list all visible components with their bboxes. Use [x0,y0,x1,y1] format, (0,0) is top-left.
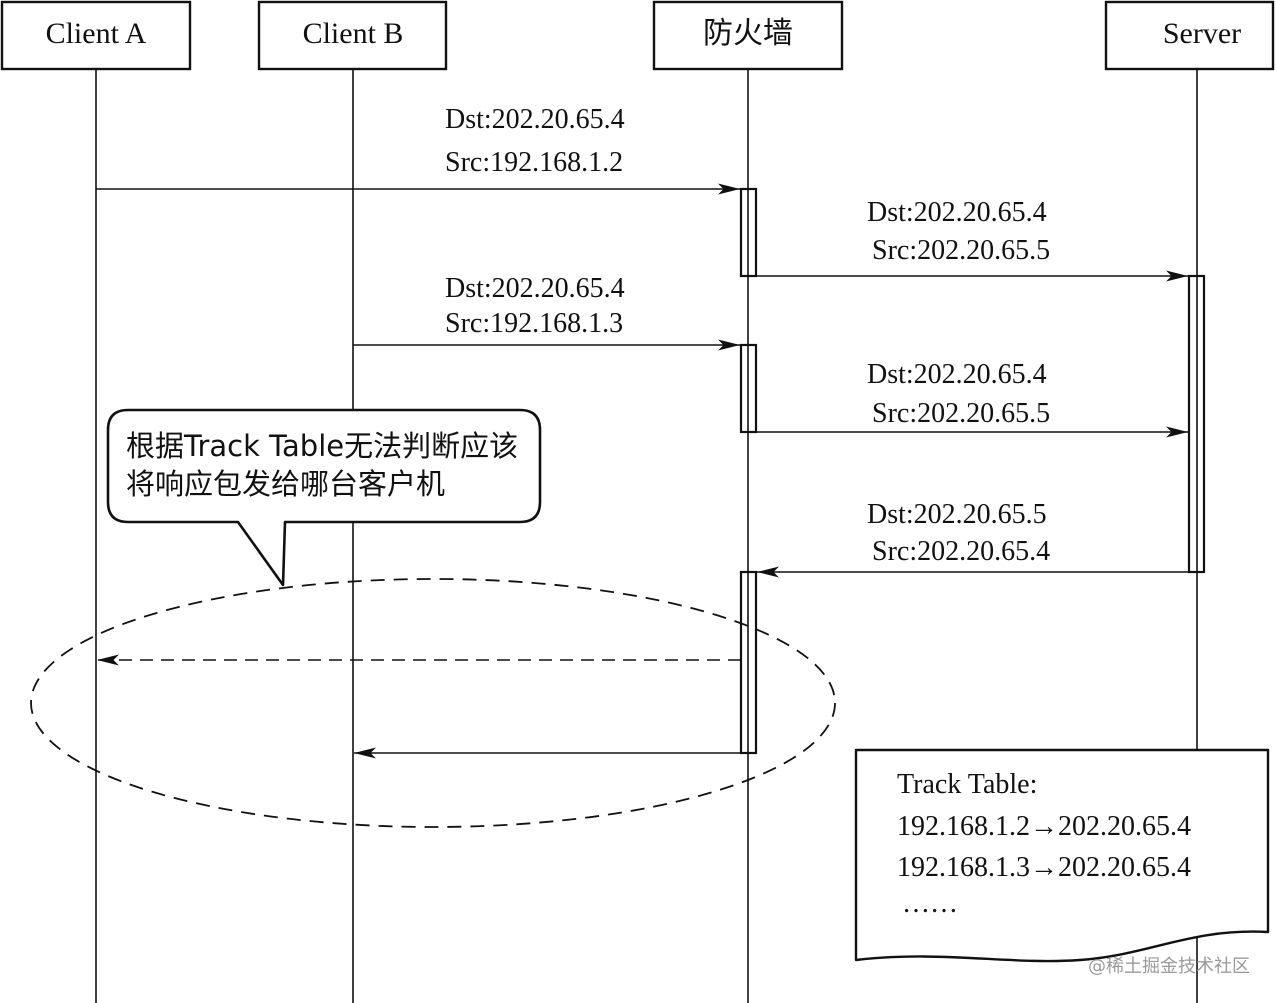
track-table-note: Track Table: 192.168.1.2→202.20.65.4 192… [854,748,1270,963]
message-firewall-to-server-2: Dst:202.20.65.4 Src:202.20.65.5 [756,359,1188,438]
callout-line-1: 根据Track Table无法判断应该 [126,429,518,463]
participant-label: Server [1163,17,1241,50]
message-a-to-firewall: Dst:202.20.65.4 Src:192.168.1.2 [96,104,740,195]
message-src: Src:192.168.1.2 [445,147,623,178]
participant-client-b: Client B [257,0,448,71]
message-server-to-firewall: Dst:202.20.65.5 Src:202.20.65.4 [757,499,1189,578]
watermark: @稀土掘金技术社区 [1088,956,1250,977]
participant-server: Server [1104,0,1275,71]
message-dst: Dst:202.20.65.4 [445,273,625,304]
message-src: Src:202.20.65.5 [872,398,1050,429]
participant-label: Client A [46,17,147,50]
uncertainty-ellipse [30,578,836,828]
track-table-row: 192.168.1.2→202.20.65.4 [897,811,1191,842]
message-dst: Dst:202.20.65.4 [867,197,1047,228]
message-dst: Dst:202.20.65.5 [867,499,1047,530]
participant-label: Client B [303,17,404,50]
message-firewall-to-server-1: Dst:202.20.65.4 Src:202.20.65.5 [756,197,1188,282]
track-table-row: 192.168.1.3→202.20.65.4 [897,852,1191,883]
message-src: Src:202.20.65.5 [872,235,1050,266]
message-dst: Dst:202.20.65.4 [867,359,1047,390]
message-dst: Dst:202.20.65.4 [445,104,625,135]
message-src: Src:192.168.1.3 [445,308,623,339]
track-table-title: Track Table: [897,769,1037,800]
participant-firewall: 防火墙 [652,0,844,71]
participant-client-a: Client A [0,0,192,71]
track-table-ellipsis: …… [902,888,958,919]
participant-label: 防火墙 [703,16,793,51]
callout-bubble: 根据Track Table无法判断应该 将响应包发给哪台客户机 [106,408,542,587]
callout-line-2: 将响应包发给哪台客户机 [126,467,445,501]
message-src: Src:202.20.65.4 [872,536,1050,567]
message-b-to-firewall: Dst:202.20.65.4 Src:192.168.1.3 [353,273,740,351]
